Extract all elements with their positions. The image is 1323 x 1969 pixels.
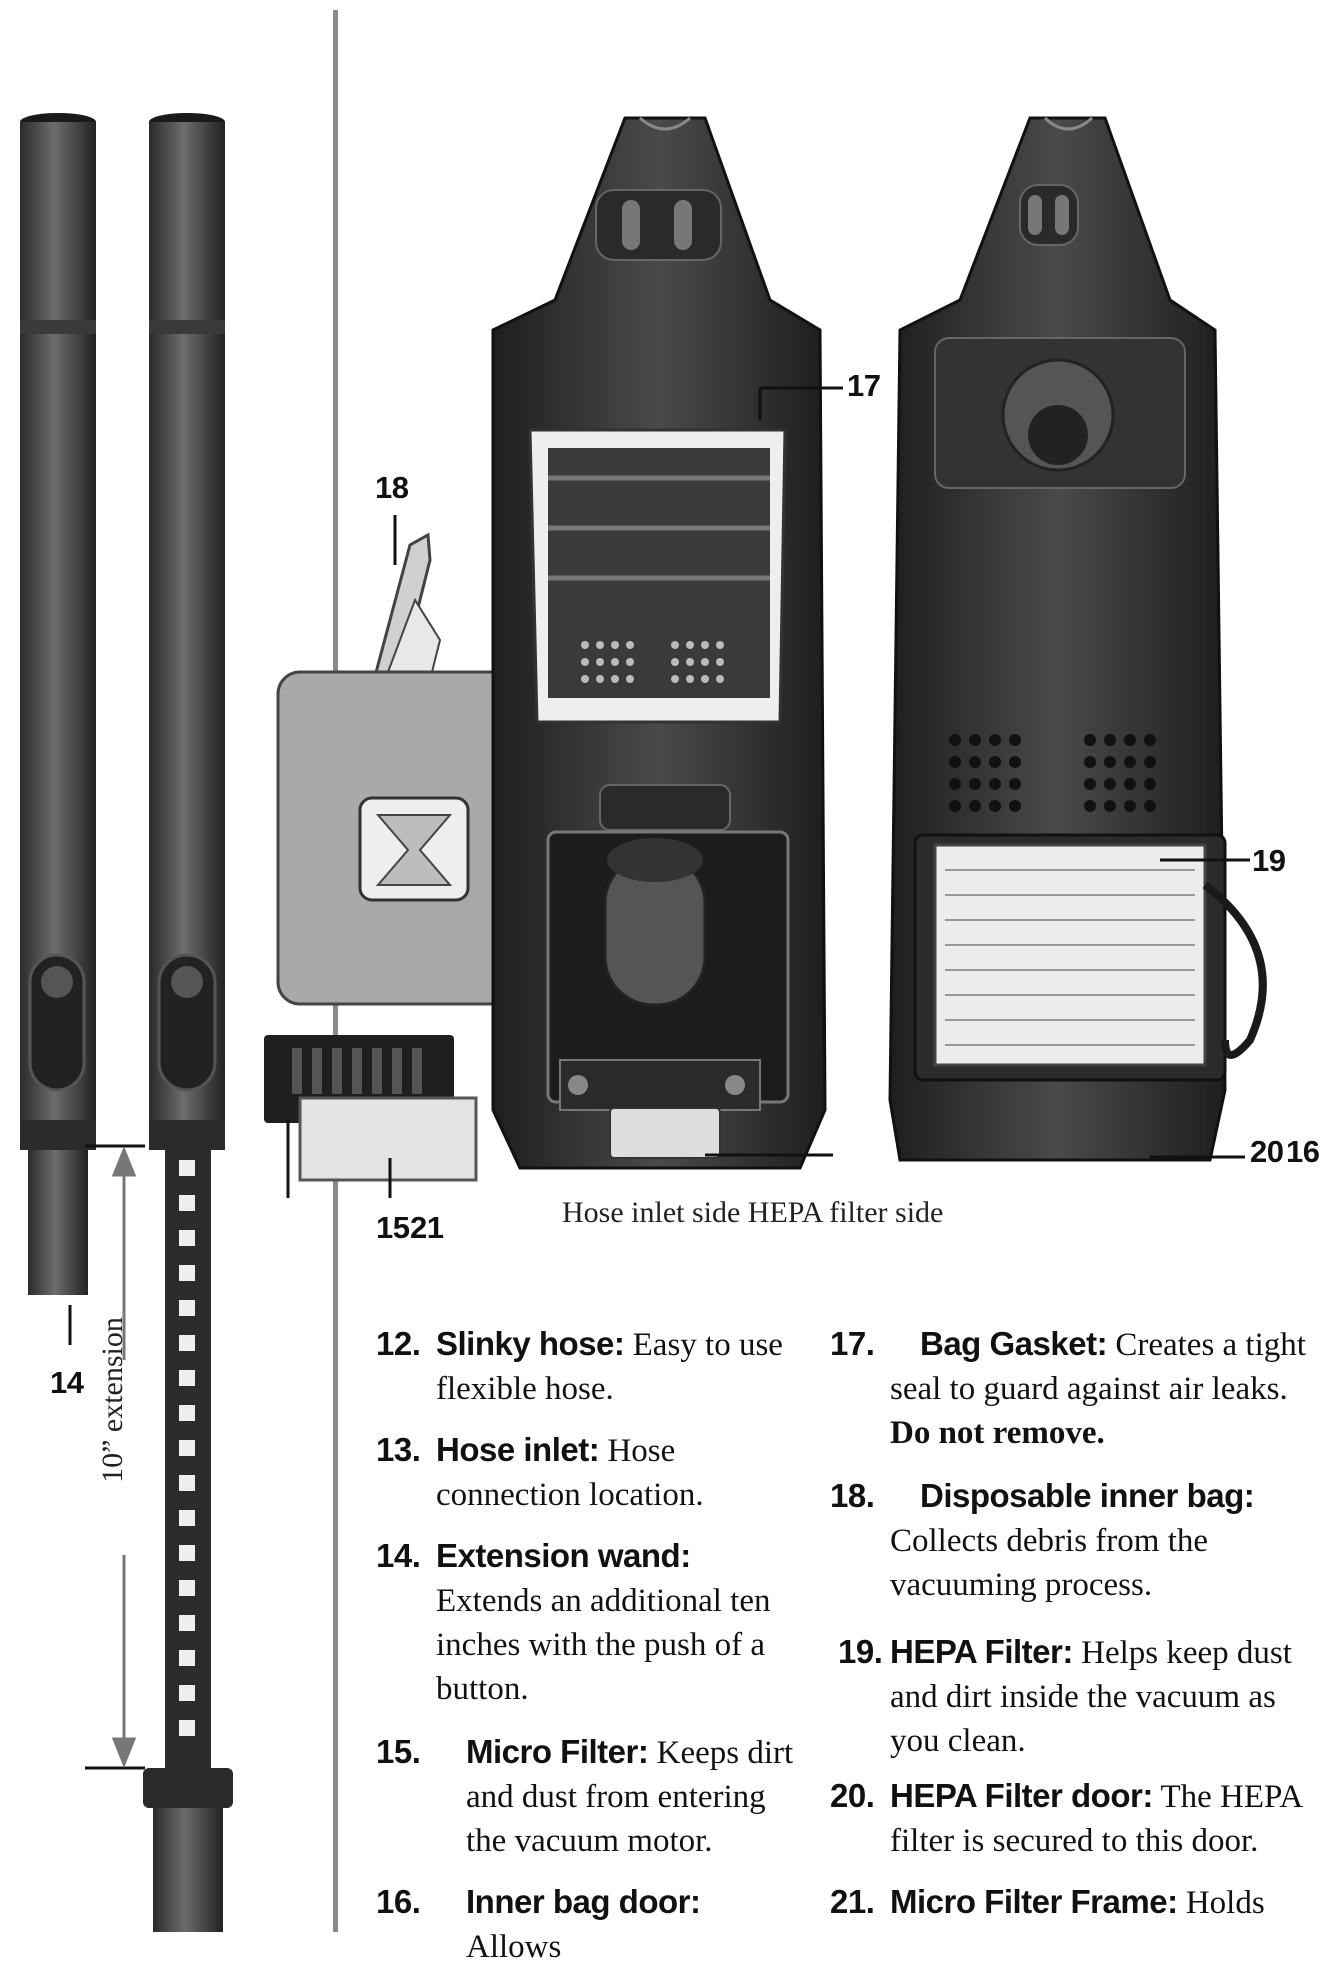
- list-item: 17. Bag Gasket: Creates a tight seal to …: [830, 1322, 1310, 1455]
- list-item: 12. Slinky hose: Easy to use flexible ho…: [376, 1322, 796, 1411]
- vacuum-body-hose-inlet-side: [493, 118, 825, 1168]
- list-item: 21. Micro Filter Frame: Holds: [830, 1880, 1310, 1925]
- callout-14: 14: [50, 1365, 83, 1401]
- vacuum-body-hepa-side: [890, 118, 1263, 1160]
- callout-18: 18: [375, 470, 408, 506]
- list-item: 16. Inner bag door: Allows: [376, 1880, 796, 1969]
- list-item: 18. Disposable inner bag: Collects debri…: [830, 1474, 1310, 1607]
- callout-19: 19: [1252, 843, 1285, 879]
- list-item: 20. HEPA Filter door: The HEPA filter is…: [830, 1774, 1310, 1863]
- callout-17: 17: [847, 368, 880, 404]
- extension-label: 10” extension: [96, 1270, 130, 1530]
- callout-16: 16: [1286, 1134, 1319, 1170]
- list-item: 15. Micro Filter: Keeps dirt and dust fr…: [376, 1730, 796, 1863]
- list-item: 13. Hose inlet: Hose connection location…: [376, 1428, 796, 1517]
- callout-21: 21: [410, 1210, 443, 1246]
- callout-15: 15: [376, 1210, 409, 1246]
- callout-20: 20: [1250, 1134, 1283, 1170]
- figure-caption: Hose inlet side HEPA filter side: [562, 1196, 943, 1230]
- extension-wand-left: [20, 113, 96, 1295]
- micro-filter: [300, 1098, 476, 1180]
- list-item: 19. HEPA Filter: Helps keep dust and dir…: [838, 1630, 1308, 1763]
- extension-wand-right: [143, 113, 233, 1932]
- list-item: 14. Extension wand: Extends an additiona…: [376, 1534, 796, 1711]
